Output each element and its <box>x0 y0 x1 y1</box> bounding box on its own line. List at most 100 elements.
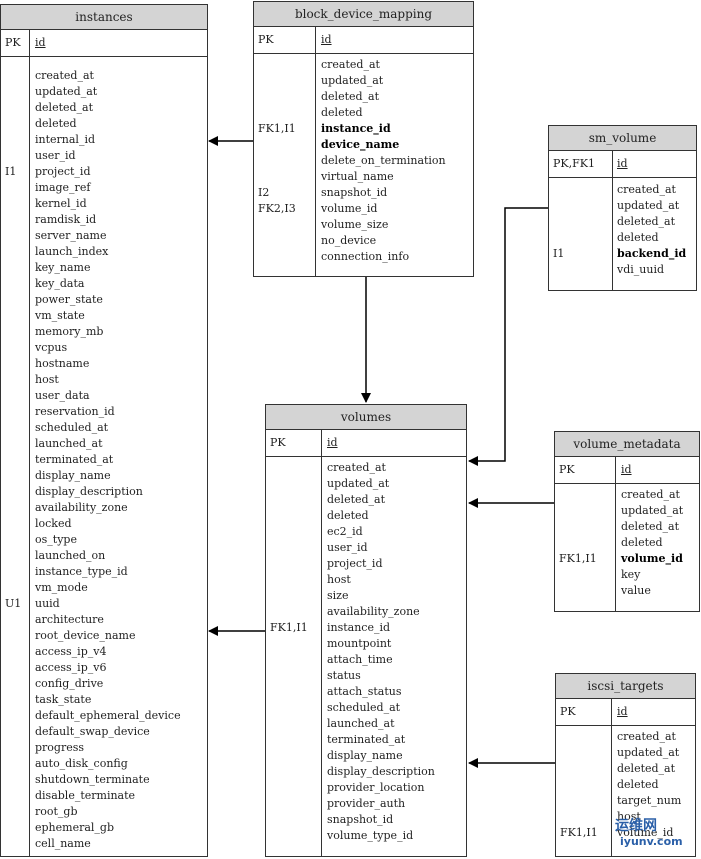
pk-field: id <box>617 705 628 718</box>
field-host: host <box>617 810 641 823</box>
field-backend-id: backend_id <box>617 247 687 260</box>
field-updated-at: updated_at <box>617 199 680 212</box>
pk-field: id <box>327 436 338 449</box>
field-updated-at: updated_at <box>321 74 384 87</box>
table-title: instances <box>1 5 207 30</box>
field-ephemeral-gb: ephemeral_gb <box>35 821 115 834</box>
field-host: host <box>327 573 351 586</box>
field-user-id: user_id <box>327 541 368 554</box>
field-user-data: user_data <box>35 389 90 402</box>
field-project-id: project_id <box>35 165 91 178</box>
table-title: volume_metadata <box>555 432 699 457</box>
field-access-ip-v6: access_ip_v6 <box>35 661 107 674</box>
field-deleted-at: deleted_at <box>35 101 94 114</box>
field-default-swap-device: default_swap_device <box>35 725 150 738</box>
field-deleted: deleted <box>617 778 659 791</box>
field-deleted: deleted <box>621 536 663 549</box>
field-provider-auth: provider_auth <box>327 797 406 810</box>
field-scheduled-at: scheduled_at <box>327 701 401 714</box>
field-instance-id: instance_id <box>327 621 391 634</box>
field-target-num: target_num <box>617 794 682 807</box>
field-cell-name: cell_name <box>35 837 91 850</box>
field-key: key <box>621 568 641 581</box>
pk-row: PK id <box>266 430 466 457</box>
field-launched-on: launched_on <box>35 549 106 562</box>
field-updated-at: updated_at <box>621 504 684 517</box>
field-locked: locked <box>35 517 72 530</box>
field-no-device: no_device <box>321 234 377 247</box>
field-os-type: os_type <box>35 533 77 546</box>
field-created-at: created_at <box>321 58 380 71</box>
pk-row: PK id <box>254 27 473 54</box>
field-deleted: deleted <box>327 509 369 522</box>
field-vcpus: vcpus <box>35 341 68 354</box>
field-deleted: deleted <box>321 106 363 119</box>
field-image-ref: image_ref <box>35 181 91 194</box>
table-title: sm_volume <box>549 126 696 151</box>
pk-row: PK,FK1 id <box>549 151 696 178</box>
pk-field: id <box>621 463 632 476</box>
field-root-device-name: root_device_name <box>35 629 136 642</box>
connector-sm-volume-to-volumes <box>468 207 548 466</box>
field-config-drive: config_drive <box>35 677 104 690</box>
field-deleted: deleted <box>617 231 659 244</box>
field-disable-terminate: disable_terminate <box>35 789 136 802</box>
field-launched-at: launched_at <box>35 437 103 450</box>
field-provider-location: provider_location <box>327 781 425 794</box>
key-label: FK1,I1 <box>560 826 598 839</box>
pk-label: PK <box>258 33 274 46</box>
field-instance-id: instance_id <box>321 122 391 135</box>
field-key-data: key_data <box>35 277 85 290</box>
field-power-state: power_state <box>35 293 103 306</box>
field-value: value <box>621 584 651 597</box>
key-label: U1 <box>5 597 22 610</box>
field-deleted-at: deleted_at <box>327 493 386 506</box>
pk-field: id <box>35 36 46 49</box>
field-snapshot-id: snapshot_id <box>321 186 388 199</box>
field-launched-at: launched_at <box>327 717 395 730</box>
field-terminated-at: terminated_at <box>35 453 114 466</box>
field-host: host <box>35 373 59 386</box>
field-vdi-uuid: vdi_uuid <box>617 263 665 276</box>
field-deleted: deleted <box>35 117 77 130</box>
field-ec2-id: ec2_id <box>327 525 363 538</box>
field-vm-state: vm_state <box>35 309 85 322</box>
key-label: FK1,I1 <box>559 552 597 565</box>
field-vm-mode: vm_mode <box>35 581 88 594</box>
field-created-at: created_at <box>35 69 94 82</box>
field-availability-zone: availability_zone <box>327 605 420 618</box>
field-volume-type-id: volume_type_id <box>327 829 414 842</box>
field-volume-id: volume_id <box>617 826 674 839</box>
pk-label: PK <box>5 36 21 49</box>
field-access-ip-v4: access_ip_v4 <box>35 645 107 658</box>
field-availability-zone: availability_zone <box>35 501 128 514</box>
pk-label: PK <box>559 463 575 476</box>
field-ramdisk-id: ramdisk_id <box>35 213 97 226</box>
field-uuid: uuid <box>35 597 60 610</box>
key-label: FK1,I1 <box>270 621 308 634</box>
pk-field: id <box>617 157 628 170</box>
field-scheduled-at: scheduled_at <box>35 421 109 434</box>
table-title: iscsi_targets <box>556 674 695 699</box>
field-delete-on-termination: delete_on_termination <box>321 154 446 167</box>
field-mountpoint: mountpoint <box>327 637 392 650</box>
field-reservation-id: reservation_id <box>35 405 115 418</box>
field-server-name: server_name <box>35 229 107 242</box>
field-launch-index: launch_index <box>35 245 109 258</box>
field-updated-at: updated_at <box>35 85 98 98</box>
field-deleted-at: deleted_at <box>617 762 676 775</box>
field-attach-time: attach_time <box>327 653 393 666</box>
key-label: I1 <box>5 165 17 178</box>
pk-label: PK <box>270 436 286 449</box>
table-title: volumes <box>266 405 466 430</box>
pk-row: PK id <box>555 457 699 484</box>
field-hostname: hostname <box>35 357 90 370</box>
field-memory-mb: memory_mb <box>35 325 104 338</box>
